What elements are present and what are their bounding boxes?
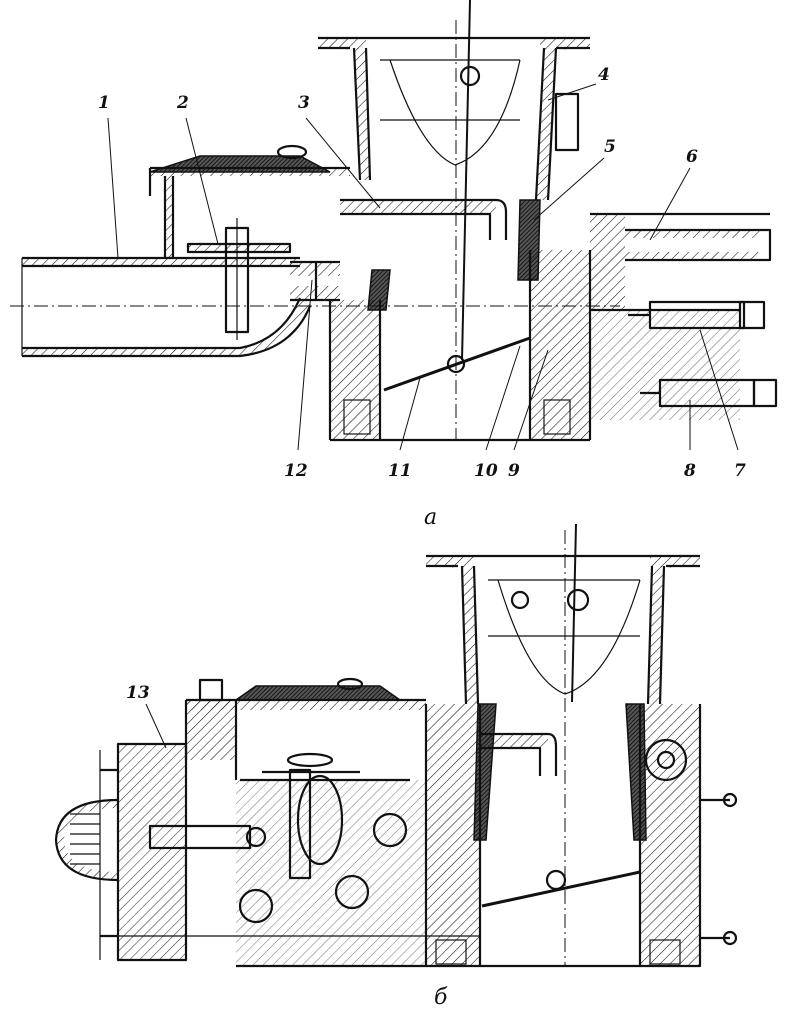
callouts-a: 1 2 3 4 5 6 7 8 9 10 11 12 (98, 65, 746, 481)
callout-10: 10 (474, 461, 498, 481)
callout-9: 9 (508, 461, 520, 481)
callout-8: 8 (683, 461, 696, 481)
view-b-drawing: 13 б (54, 523, 738, 1010)
view-a-drawing: 1 2 3 4 5 6 7 8 9 10 11 12 а (10, 0, 778, 530)
caption-a: а (424, 505, 437, 530)
callout-11: 11 (388, 461, 412, 481)
callout-5: 5 (604, 137, 616, 157)
callout-4: 4 (598, 65, 610, 85)
callout-3: 3 (298, 93, 310, 113)
callout-7: 7 (734, 461, 746, 481)
fuel-channel (290, 260, 340, 302)
callout-1: 1 (98, 93, 110, 113)
callout-13: 13 (126, 683, 150, 703)
leader-lines-a (107, 83, 739, 451)
callout-12: 12 (284, 461, 308, 481)
caption-b: б (434, 985, 448, 1010)
carburetor-body-a (318, 0, 778, 442)
leader-line-13 (145, 703, 167, 749)
callout-6: 6 (686, 147, 698, 167)
fuel-inlet-tube (21, 256, 312, 358)
callout-2: 2 (176, 93, 189, 113)
float-chamber (148, 144, 350, 340)
